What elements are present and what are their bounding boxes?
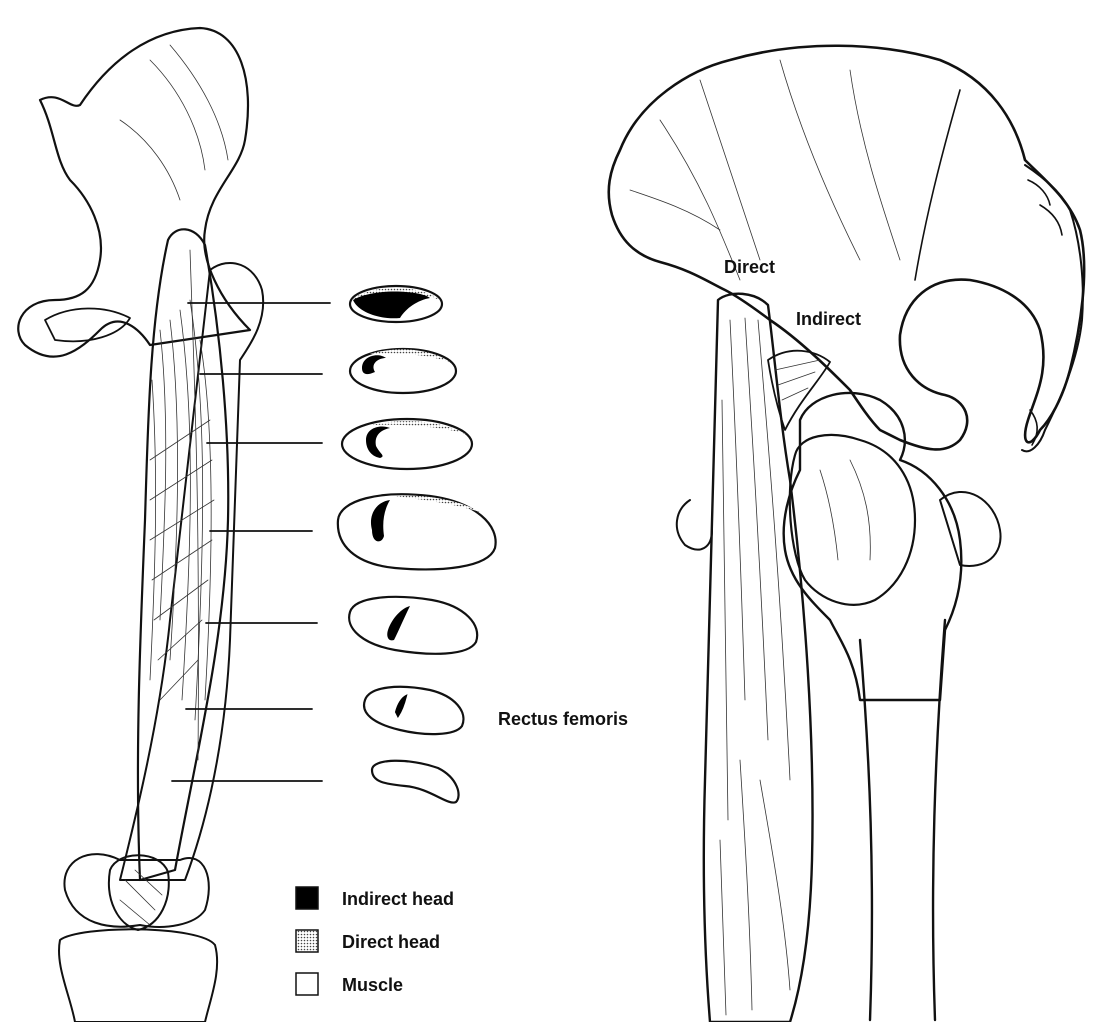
legend-label-muscle: Muscle — [342, 975, 403, 995]
cross-section-7 — [372, 761, 459, 803]
legend-swatch-indirect-head — [296, 887, 318, 909]
cross-section-3 — [342, 419, 472, 469]
cross-section-2 — [350, 349, 456, 393]
lateral-view-illustration — [609, 46, 1084, 1022]
direct-label: Direct — [724, 257, 775, 277]
cross-section-1 — [350, 286, 442, 322]
anterior-view-illustration — [18, 28, 263, 1022]
legend-label-direct-head: Direct head — [342, 932, 440, 952]
legend-swatch-muscle — [296, 973, 318, 995]
indirect-label: Indirect — [796, 309, 861, 329]
cross-section-4 — [338, 494, 496, 569]
rectus-femoris-label: Rectus femoris — [498, 709, 628, 729]
legend-swatch-direct-head — [296, 930, 318, 952]
cross-section-5 — [349, 597, 477, 654]
legend-label-indirect-head: Indirect head — [342, 889, 454, 909]
legend: Indirect head Direct head Muscle — [296, 887, 454, 995]
cross-section-leader-lines — [172, 303, 330, 781]
cross-section-6 — [364, 687, 463, 734]
